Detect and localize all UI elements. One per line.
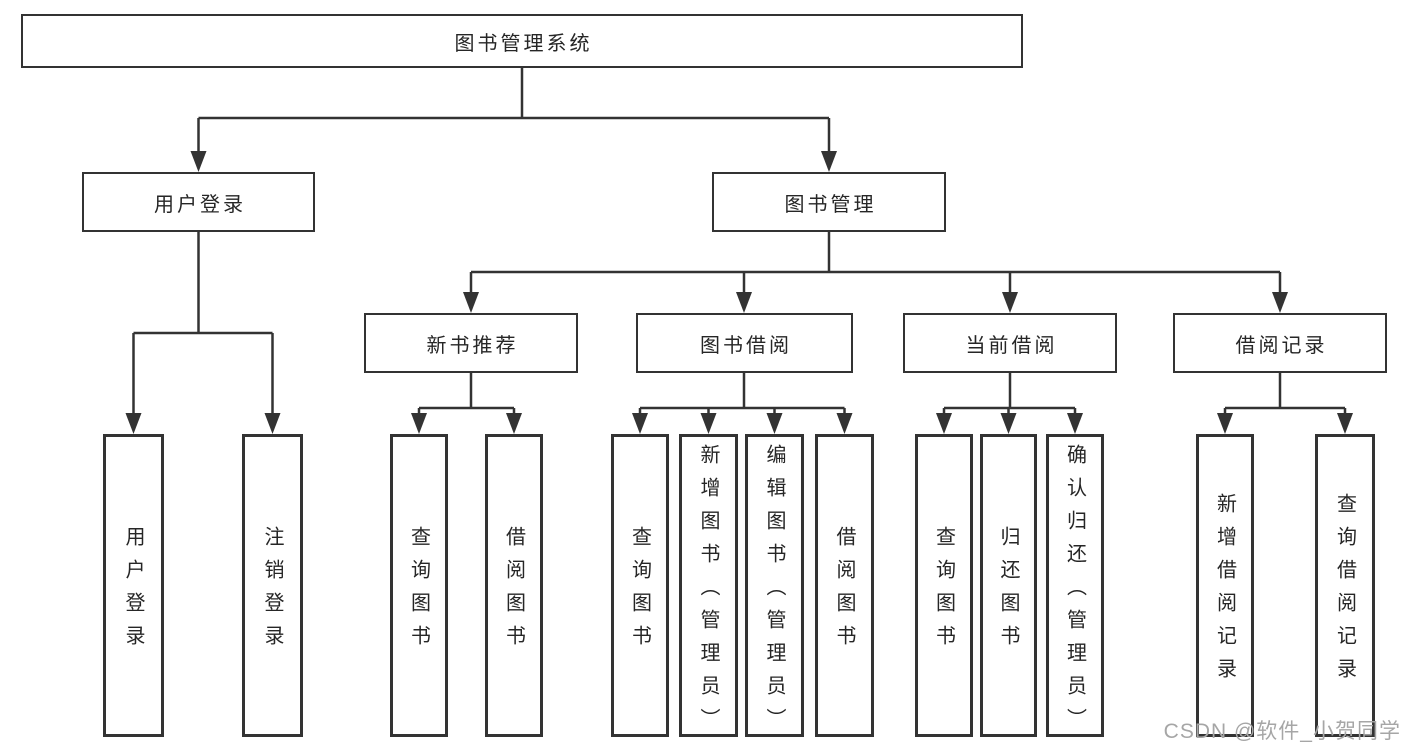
leaf-node-confirm-return-admin: 确认归还（管理员） <box>1046 434 1104 741</box>
leaf-node-borrow-books: 借阅图书 <box>815 434 874 737</box>
leaf-node-query-borrow-record: 查询借阅记录 <box>1315 434 1375 737</box>
leaf-label: 查询图书 <box>628 526 651 658</box>
leaf-label: 查询借阅记录 <box>1333 493 1356 691</box>
node-current-borrowing: 当前借阅 <box>903 313 1117 373</box>
leaf-node-add-books-admin: 新增图书（管理员） <box>679 434 738 741</box>
arrow-icon <box>190 151 207 172</box>
node-label: 图书借阅 <box>700 334 792 357</box>
arrow-icon <box>1337 413 1353 434</box>
arrow-icon <box>463 292 479 313</box>
arrow-icon <box>700 413 717 434</box>
leaf-node-add-borrow-record: 新增借阅记录 <box>1196 434 1254 737</box>
arrow-icon <box>821 151 837 172</box>
arrow-icon <box>766 413 783 434</box>
leaf-label: 查询图书 <box>932 526 955 658</box>
leaf-label: 借阅图书 <box>502 526 525 658</box>
leaf-label: 新增图书（管理员） <box>697 443 719 741</box>
leaf-label: 归还图书 <box>997 526 1019 658</box>
leaf-label: 新增借阅记录 <box>1213 493 1236 691</box>
node-book-management: 图书管理 <box>712 172 946 232</box>
leaf-node-user-login: 用户登录 <box>103 434 164 737</box>
leaf-label: 借阅图书 <box>833 526 855 658</box>
leaf-label: 查询图书 <box>407 526 430 658</box>
arrow-icon <box>1000 413 1017 434</box>
node-label: 新书推荐 <box>426 334 519 357</box>
node-label: 借阅记录 <box>1235 334 1328 357</box>
leaf-label: 编辑图书（管理员） <box>763 443 785 741</box>
arrow-icon <box>1067 413 1083 434</box>
csdn-watermark: CSDN @软件_小贺同学 <box>1163 720 1401 743</box>
node-borrowing-records: 借阅记录 <box>1173 313 1387 373</box>
leaf-node-return-books: 归还图书 <box>980 434 1037 737</box>
arrow-icon <box>1217 413 1233 434</box>
arrow-icon <box>506 413 522 434</box>
arrow-icon <box>836 413 853 434</box>
leaf-label: 注销登录 <box>261 526 283 658</box>
node-label: 用户登录 <box>154 193 246 216</box>
arrow-icon <box>736 292 752 313</box>
node-user-login: 用户登录 <box>82 172 315 232</box>
node-label: 图书管理 <box>784 193 877 216</box>
arrow-icon <box>936 413 952 434</box>
leaf-node-query-books-current: 查询图书 <box>915 434 973 737</box>
arrow-icon <box>264 413 281 434</box>
node-new-book-recommendation: 新书推荐 <box>364 313 578 373</box>
arrow-icon <box>1002 292 1018 313</box>
root-node: 图书管理系统 <box>21 14 1023 68</box>
arrow-icon <box>1272 292 1288 313</box>
arrow-icon <box>632 413 648 434</box>
node-label: 当前借阅 <box>965 334 1058 357</box>
leaf-node-query-books-recommend: 查询图书 <box>390 434 448 737</box>
arrow-icon <box>125 413 142 434</box>
node-book-borrowing: 图书借阅 <box>636 313 853 373</box>
leaf-label: 确认归还（管理员） <box>1063 443 1086 741</box>
leaf-node-edit-books-admin: 编辑图书（管理员） <box>745 434 804 741</box>
root-node-label: 图书管理系统 <box>454 32 593 55</box>
arrow-icon <box>411 413 427 434</box>
leaf-label: 用户登录 <box>122 526 144 658</box>
leaf-node-query-books-borrowing: 查询图书 <box>611 434 669 737</box>
leaf-node-borrow-books-recommend: 借阅图书 <box>485 434 543 737</box>
leaf-node-logout: 注销登录 <box>242 434 303 737</box>
